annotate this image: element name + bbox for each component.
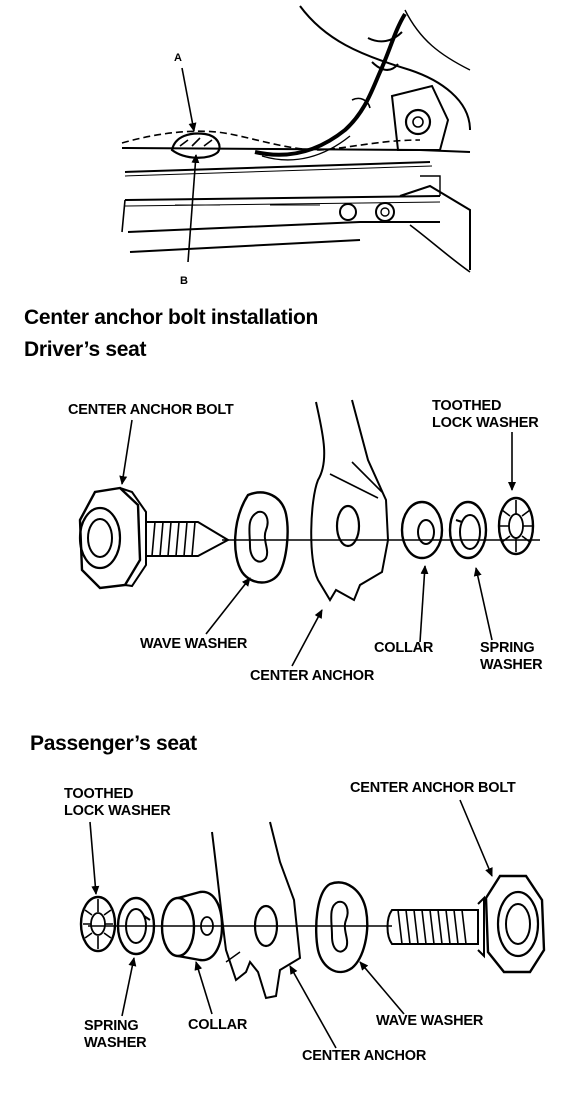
driver-label-spring-washer: SPRING WASHER xyxy=(480,640,543,673)
passenger-wave-washer xyxy=(315,881,369,974)
passenger-collar xyxy=(160,890,224,962)
passenger-exploded-view xyxy=(79,821,546,1000)
passenger-label-toothed-lock-washer: TOOTHED LOCK WASHER xyxy=(64,786,171,819)
passenger-seat-heading: Passenger’s seat xyxy=(30,732,197,755)
passenger-leaders xyxy=(89,799,493,1049)
driver-exploded-view xyxy=(78,399,540,602)
passenger-bolt xyxy=(386,874,546,974)
driver-bolt xyxy=(78,486,231,590)
passenger-label-center-anchor: CENTER ANCHOR xyxy=(302,1048,427,1064)
section-title: Center anchor bolt installation xyxy=(24,306,319,329)
driver-leaders xyxy=(119,419,516,667)
driver-seat-heading: Driver’s seat xyxy=(24,338,147,361)
seat-rail-illustration xyxy=(121,5,471,273)
driver-wave-washer xyxy=(233,491,289,584)
callout-leaders-top xyxy=(181,67,200,263)
driver-collar xyxy=(400,500,444,560)
driver-label-center-anchor-bolt: CENTER ANCHOR BOLT xyxy=(68,402,234,418)
callout-b: B xyxy=(180,275,188,287)
driver-spring-washer xyxy=(448,500,488,560)
driver-label-wave-washer: WAVE WASHER xyxy=(140,636,248,652)
driver-label-toothed-lock-washer: TOOTHED LOCK WASHER xyxy=(432,398,539,431)
driver-toothed-lock-washer xyxy=(497,496,535,556)
passenger-label-spring-washer: SPRING WASHER xyxy=(84,1018,147,1051)
passenger-label-center-anchor-bolt: CENTER ANCHOR BOLT xyxy=(350,780,516,796)
passenger-label-wave-washer: WAVE WASHER xyxy=(376,1013,484,1029)
callout-a: A xyxy=(174,52,182,64)
passenger-toothed-lock-washer xyxy=(79,895,117,953)
driver-label-collar: COLLAR xyxy=(374,640,434,656)
passenger-center-anchor xyxy=(211,821,302,1000)
driver-center-anchor xyxy=(310,399,390,602)
driver-label-center-anchor: CENTER ANCHOR xyxy=(250,668,375,684)
passenger-spring-washer xyxy=(116,896,156,956)
passenger-label-collar: COLLAR xyxy=(188,1017,248,1033)
